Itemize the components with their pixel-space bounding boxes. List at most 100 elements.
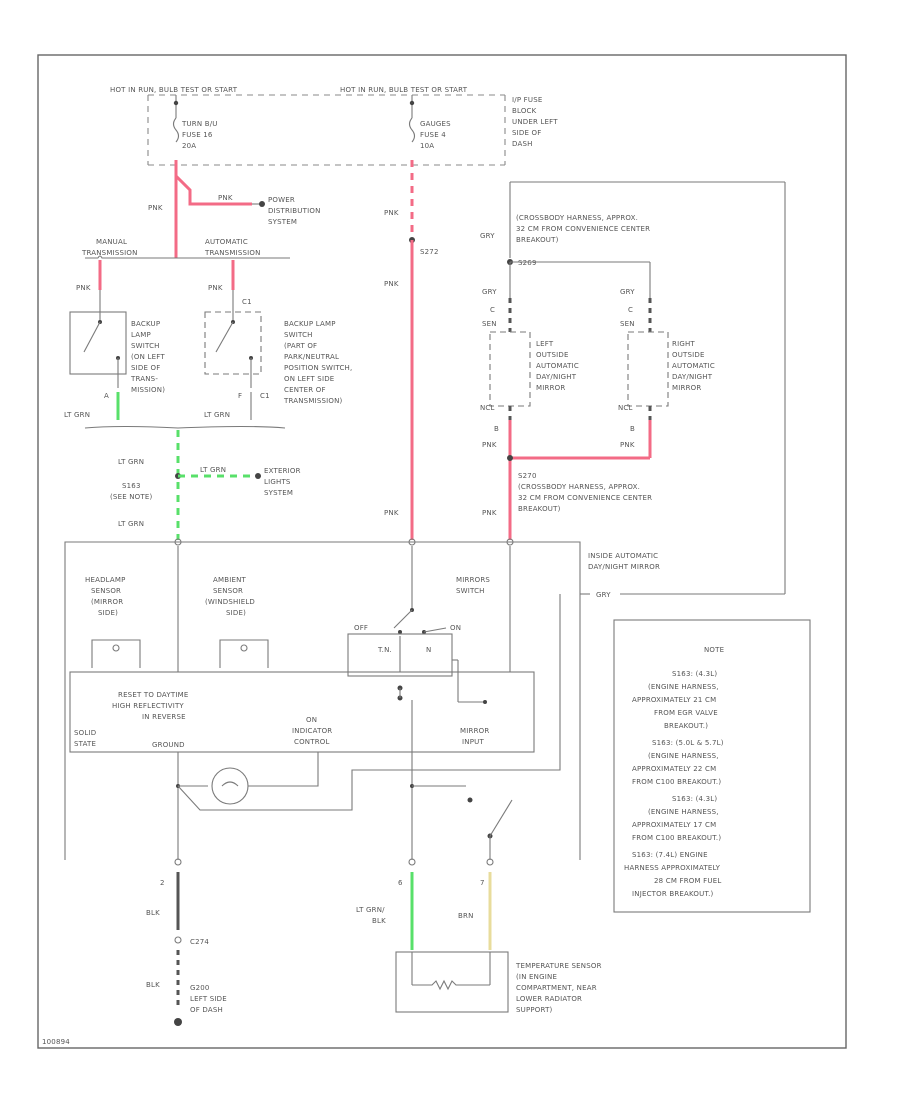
note-line-13: FROM C100 BREAKOUT.): [632, 834, 721, 842]
headlamp-sensor-line-1: HEADLAMP: [85, 576, 126, 584]
fuse-block-line-3: UNDER LEFT: [512, 118, 558, 126]
mirror-input-line-2: INPUT: [462, 738, 484, 746]
center-feed: S272 PNK PNK PNK: [384, 160, 438, 540]
solid-state-line-2: STATE: [74, 740, 96, 748]
note-line-10: S163: (4.3L): [672, 795, 717, 803]
note-title: NOTE: [704, 646, 724, 654]
note-line-2: (ENGINE HARNESS,: [648, 683, 719, 691]
manual-switch-line-6: TRANS-: [130, 375, 158, 383]
auto-trans-line-1: AUTOMATIC: [205, 238, 248, 246]
auto-switch-line-5: POSITION SWITCH,: [284, 364, 352, 372]
exterior-lights-line-2: LIGHTS: [264, 478, 291, 486]
pin-ncl: NCL: [480, 404, 495, 412]
splice-s163-note: (SEE NOTE): [110, 493, 152, 501]
pin-c: C: [490, 306, 495, 314]
pin-f: F: [238, 392, 242, 400]
power-dist-line-2: DISTRIBUTION: [268, 207, 321, 215]
note-line-4: FROM EGR VALVE: [654, 709, 718, 717]
figure-id: 100894: [42, 1038, 70, 1046]
outside-mirrors: (CROSSBODY HARNESS, APPROX. 32 CM FROM C…: [480, 181, 786, 590]
pnk-wire-label: PNK: [76, 284, 91, 292]
lt-grn-wire-label: LT GRN: [64, 411, 90, 419]
indicator-lamp-icon: [211, 767, 249, 805]
power-dist-line-1: POWER: [268, 196, 295, 204]
right-mirror-line-3: AUTOMATIC: [672, 362, 715, 370]
s270-text-line-2: 32 CM FROM CONVENIENCE CENTER: [518, 494, 652, 502]
fuse-right-line-1: GAUGES: [420, 120, 451, 128]
right-mirror-line-5: MIRROR: [672, 384, 701, 392]
temperature-sensor-box: [395, 951, 509, 1013]
mirrors-switch-line-1: MIRRORS: [456, 576, 490, 584]
power-dist-line-3: SYSTEM: [268, 218, 297, 226]
lt-grn-wire-label: LT GRN: [118, 520, 144, 528]
left-mirror-line-4: DAY/NIGHT: [536, 373, 577, 381]
switch-on-label: ON: [450, 624, 461, 632]
mirror-control-module: [69, 671, 535, 753]
pnk-wire-label: PNK: [148, 204, 163, 212]
left-mirror-line-5: MIRROR: [536, 384, 565, 392]
diagram-border: [37, 54, 847, 1049]
note-line-14: S163: (7.4L) ENGINE: [632, 851, 708, 859]
exterior-lights-line-3: SYSTEM: [264, 489, 293, 497]
ground-line-2: LEFT SIDE: [190, 995, 227, 1003]
right-mirror-line-2: OUTSIDE: [672, 351, 705, 359]
fuse-left-line-3: 20A: [182, 142, 196, 150]
note-line-9: FROM C100 BREAKOUT.): [632, 778, 721, 786]
fuse-block-line-1: I/P FUSE: [512, 96, 543, 104]
auto-switch-line-4: PARK/NEUTRAL: [284, 353, 339, 361]
auto-switch-line-1: BACKUP LAMP: [284, 320, 336, 328]
note-box: NOTE S163: (4.3L) (ENGINE HARNESS, APPRO…: [613, 619, 811, 913]
left-mirror-line-3: AUTOMATIC: [536, 362, 579, 370]
connector-c1: C1: [260, 392, 270, 400]
indicator-line-2: INDICATOR: [292, 727, 332, 735]
auto-switch-line-2: SWITCH: [284, 331, 313, 339]
pnk-wire-label: PNK: [208, 284, 223, 292]
ground-point-icon: [174, 1018, 182, 1026]
s269-text-line-3: BREAKOUT): [516, 236, 559, 244]
note-line-16: 28 CM FROM FUEL: [654, 877, 721, 885]
manual-backup-switch: [69, 311, 127, 375]
left-mirror-line-2: OUTSIDE: [536, 351, 569, 359]
ground-label: GROUND: [152, 741, 185, 749]
fuse-block-line-4: SIDE OF: [512, 129, 541, 137]
headlamp-sensor-icon: [91, 639, 141, 668]
pin-2: 2: [160, 879, 165, 887]
note-line-15: HARNESS APPROXIMATELY: [624, 864, 721, 872]
pnk-wire-label: PNK: [384, 209, 399, 217]
manual-trans-line-2: TRANSMISSION: [81, 249, 138, 257]
note-line-17: INJECTOR BREAKOUT.): [632, 890, 714, 898]
fuse-block-line-5: DASH: [512, 140, 533, 148]
note-line-3: APPROXIMATELY 21 CM: [632, 696, 716, 704]
ambient-sensor-line-2: SENSOR: [213, 587, 243, 595]
ambient-sensor-line-4: SIDE): [226, 609, 246, 617]
headlamp-sensor-line-4: SIDE): [98, 609, 118, 617]
ambient-sensor-icon: [219, 639, 269, 668]
gry-wire-label: GRY: [480, 232, 495, 240]
ground-line-3: OF DASH: [190, 1006, 223, 1014]
exterior-lights-line-1: EXTERIOR: [264, 467, 301, 475]
auto-backup-switch: [204, 311, 262, 375]
pin-c: C: [628, 306, 633, 314]
fuse-left-line-2: FUSE 16: [182, 131, 213, 139]
inside-mirror-line-1: INSIDE AUTOMATIC: [588, 552, 658, 560]
mirrors-switch-toggle[interactable]: [393, 609, 413, 629]
fuse-16-icon: [172, 117, 180, 143]
left-mirror-box: [489, 331, 531, 407]
fuse-right-line-3: 10A: [420, 142, 434, 150]
lt-grn-wire-label: LT GRN: [118, 458, 144, 466]
pin-6: 6: [398, 879, 403, 887]
pin-7: 7: [480, 879, 485, 887]
switch-tn-label: T.N.: [377, 646, 392, 654]
right-mirror-box: [627, 331, 669, 407]
note-line-5: BREAKOUT.): [664, 722, 708, 730]
mirrors-switch-box: [347, 633, 453, 677]
transmission-branch: MANUAL TRANSMISSION AUTOMATIC TRANSMISSI…: [64, 238, 352, 429]
s269-text-line-2: 32 CM FROM CONVENIENCE CENTER: [516, 225, 650, 233]
lt-grn-wire-label: LT GRN: [204, 411, 230, 419]
ambient-sensor-line-3: (WINDSHIELD: [205, 598, 255, 606]
auto-switch-line-6: ON LEFT SIDE: [284, 375, 334, 383]
lt-grn-blk-wire-label-2: BLK: [372, 917, 386, 925]
pnk-wire-label: PNK: [482, 441, 497, 449]
temp-sensor-line-2: (IN ENGINE: [516, 973, 557, 981]
note-line-8: APPROXIMATELY 22 CM: [632, 765, 716, 773]
